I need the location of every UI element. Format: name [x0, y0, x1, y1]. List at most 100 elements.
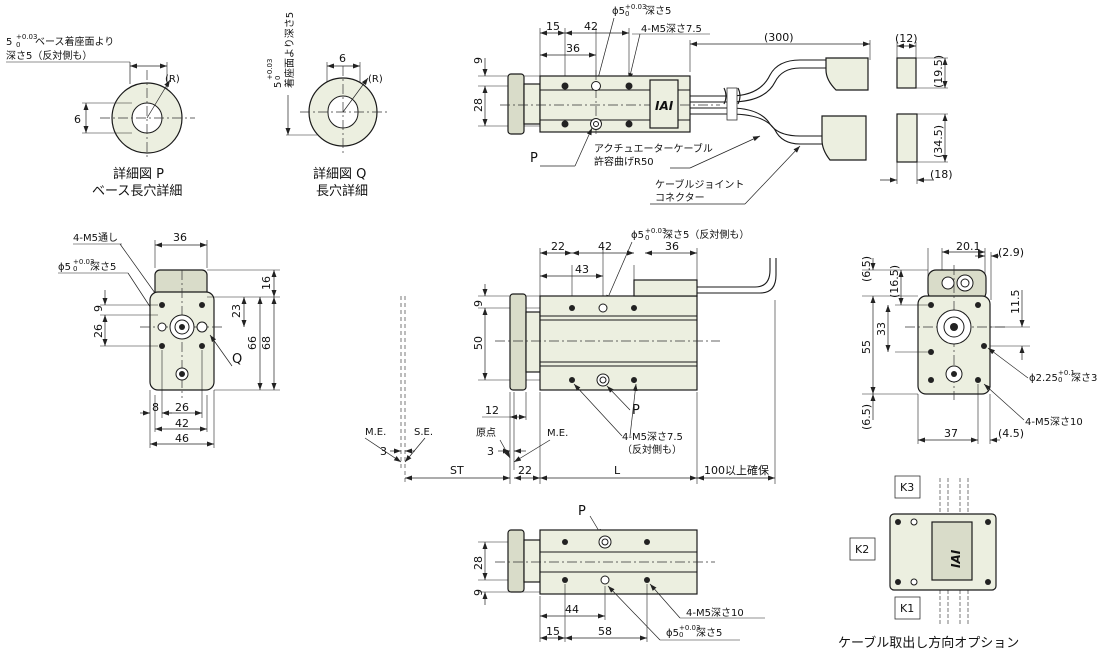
- side-dim-22b: 22: [518, 464, 532, 477]
- top-cable-label1: アクチュエーターケーブル: [594, 142, 713, 155]
- detail-p-tol: +0.03: [16, 33, 37, 41]
- detail-q-r: (R): [368, 74, 383, 85]
- detail-q-dim-6: 6: [339, 52, 346, 65]
- cable-option: K3 K2 K1 IAI ケーブル取出し方向オプション: [838, 475, 1019, 651]
- top-m5: 4-M5深さ7.5: [641, 23, 702, 35]
- right-dim-29: (2.9): [998, 246, 1024, 259]
- top-dim-9: 9: [472, 57, 485, 64]
- right-depth: 深さ3: [1071, 372, 1097, 384]
- top-dim-28: 28: [472, 98, 485, 112]
- right-dim-165: (16.5): [888, 265, 901, 298]
- end-tol0: 0: [73, 265, 77, 273]
- end-dim-16: 16: [260, 276, 273, 290]
- end-dim-23: 23: [230, 304, 243, 318]
- end-dim-9: 9: [92, 305, 105, 312]
- side-me2: M.E.: [547, 428, 568, 439]
- side-m5a: 4-M5深さ7.5: [622, 431, 683, 443]
- side-tol: +0.03: [645, 227, 666, 235]
- top-connector-1: [825, 57, 869, 91]
- option-k2-box: [849, 537, 876, 561]
- side-dim-9: 9: [472, 300, 485, 307]
- top-dim-15: 15: [546, 20, 560, 33]
- side-end-plate: [509, 293, 527, 391]
- right-dim-37: 37: [944, 427, 958, 440]
- top-cable-label2: 許容曲げR50: [594, 155, 654, 168]
- bottom-phi: ϕ5: [666, 628, 679, 639]
- side-tol0: 0: [645, 234, 649, 242]
- top-tol: +0.03: [625, 3, 646, 11]
- detail-p-tol0: 0: [16, 41, 20, 49]
- end-dim-26v: 26: [92, 324, 105, 338]
- side-dim-22: 22: [551, 240, 565, 253]
- option-k3: K3: [900, 481, 914, 494]
- option-k1-box: [894, 596, 921, 620]
- end-dim-68: 68: [260, 336, 273, 350]
- end-dim-42: 42: [175, 417, 189, 430]
- top-end-plate: [507, 73, 525, 135]
- side-l: L: [614, 464, 621, 477]
- end-view: 4-M5通し 36 ϕ5 +0.03 0 深さ5 9 26 23 16 66 6…: [58, 231, 280, 448]
- side-dim-43: 43: [575, 263, 589, 276]
- bottom-depth: 深さ5: [696, 627, 722, 639]
- top-depth: 深さ5: [645, 5, 671, 17]
- conn-dim-12: (12): [895, 32, 918, 45]
- detail-p-r: (R): [165, 74, 180, 85]
- end-q-label: Q: [232, 352, 242, 367]
- top-p-label: P: [530, 151, 538, 166]
- end-dim-8: 8: [152, 401, 159, 414]
- end-dim-36: 36: [173, 231, 187, 244]
- top-joint-label1: ケーブルジョイント: [655, 178, 744, 191]
- top-connector-2: [821, 115, 867, 161]
- bottom-dim-15: 15: [546, 625, 560, 638]
- top-motor-cover: [649, 79, 679, 129]
- right-phi: ϕ2.25: [1029, 373, 1058, 384]
- detail-q-note-v: 5: [273, 82, 284, 88]
- top-logo: IAI: [655, 99, 674, 113]
- top-dim-42: 42: [584, 20, 598, 33]
- detail-p-note-b: ベース着座面より: [35, 35, 114, 48]
- bottom-m5: 4-M5深さ10: [686, 607, 744, 619]
- detail-q-caption: 詳細図 Q: [313, 166, 366, 182]
- detail-p-note-a: 5: [6, 37, 12, 48]
- detail-p-caption: 詳細図 P: [113, 166, 164, 182]
- top-view: 15 42 36 ϕ5 +0.03 0 深さ5 4-M5深さ7.5 (300) …: [472, 3, 871, 205]
- bottom-dim-44: 44: [565, 603, 579, 616]
- detail-p-caption2: ベース長穴詳細: [92, 183, 182, 199]
- side-se: S.E.: [414, 427, 433, 438]
- bottom-dim-28: 28: [472, 556, 485, 570]
- detail-p: 5 +0.03 0 ベース着座面より 深さ5（反対側も） (R) 6 詳細図 P…: [6, 33, 195, 199]
- side-m5b: （反対側も）: [622, 443, 682, 456]
- conn-dim-345: (34.5): [932, 125, 945, 158]
- top-dim-36: 36: [566, 42, 580, 55]
- bottom-tol: +0.03: [679, 624, 700, 632]
- end-dim-66: 66: [246, 336, 259, 350]
- right-dim-65a: (6.5): [860, 256, 873, 282]
- option-motor: [931, 521, 973, 581]
- side-rod: [525, 311, 541, 373]
- side-depth: 深さ5（反対側も）: [663, 228, 749, 241]
- right-dim-45: (4.5): [998, 427, 1024, 440]
- option-k2: K2: [855, 543, 869, 556]
- right-dim-65b: (6.5): [860, 404, 873, 430]
- right-tol: +0.1: [1058, 369, 1075, 377]
- bottom-end-plate: [507, 529, 525, 593]
- detail-q-tol: +0.03: [266, 59, 274, 80]
- side-top-cover: [633, 279, 698, 297]
- detail-q-caption2: 長穴詳細: [316, 183, 368, 199]
- side-me1: M.E.: [365, 427, 386, 438]
- side-dim-12: 12: [485, 404, 499, 417]
- side-dim-3a: 3: [380, 445, 387, 458]
- option-k1: K1: [900, 602, 914, 615]
- right-end-view: 20.1 (2.9) (6.5) 55 (16.5) 33 (6.5) 11.5…: [860, 240, 1097, 444]
- right-m5: 4-M5深さ10: [1025, 416, 1083, 428]
- side-origin: 原点: [476, 427, 496, 439]
- side-st: ST: [450, 464, 464, 477]
- right-dim-201: 20.1: [956, 240, 981, 253]
- conn-dim-18: (18): [930, 168, 953, 181]
- side-dim-42: 42: [598, 240, 612, 253]
- right-dim-115: 11.5: [1009, 290, 1022, 315]
- side-dim-3b: 3: [487, 445, 494, 458]
- end-m5thru: 4-M5通し: [73, 232, 118, 244]
- conn-dim-195: (19.5): [932, 55, 945, 88]
